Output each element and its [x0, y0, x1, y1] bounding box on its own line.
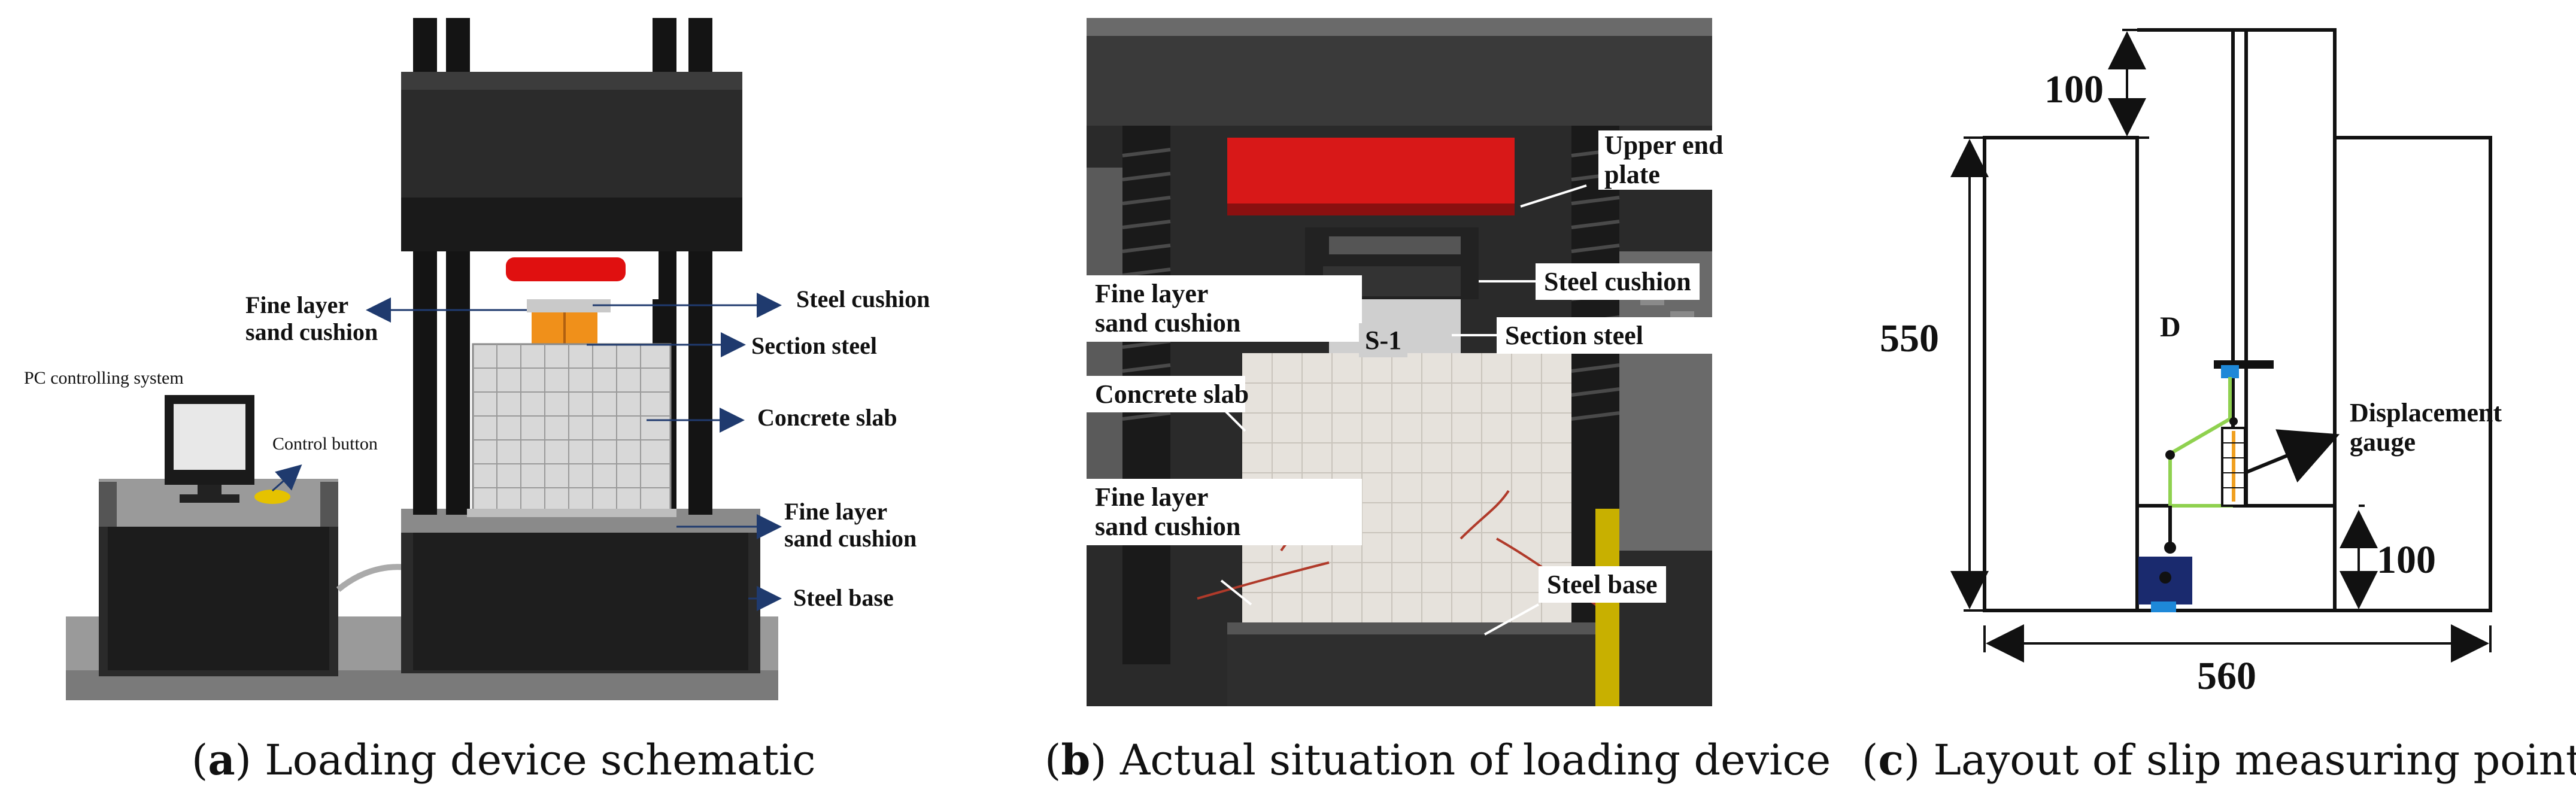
slab-grid: [473, 344, 670, 512]
sand-cushion-bottom: [467, 509, 676, 517]
label-steel-cushion-b: Steel cushion: [1536, 263, 1700, 300]
panel-a: Fine layer sand cushion Steel cushion Se…: [0, 0, 970, 802]
label-fine-layer-top-b: Fine layer sand cushion: [1087, 275, 1362, 342]
label-pc-controlling: PC controlling system: [24, 368, 184, 388]
label-fine-layer-bottom: Fine layer sand cushion: [784, 498, 917, 552]
label-steel-base-b: Steel base: [1539, 566, 1666, 603]
loading-device-schematic: [66, 18, 782, 700]
red-upper-plate: [506, 257, 626, 281]
label-fine-layer-top: Fine layer sand cushion: [245, 291, 378, 345]
steel-cushion: [527, 299, 611, 312]
label-steel-base: Steel base: [793, 584, 894, 611]
dim-height: 550: [1880, 317, 1939, 360]
label-section-steel-b: Section steel: [1497, 317, 1712, 354]
caption-a: (a) Loading device schematic: [192, 735, 816, 785]
upper-end-plate: [1227, 138, 1515, 215]
caption-b: (b) Actual situation of loading device: [1045, 735, 1831, 785]
dim-bottom: 100: [2377, 538, 2436, 582]
label-point-d: D: [2160, 311, 2181, 343]
dimension-lines: [1950, 29, 2492, 663]
dim-top: 100: [2044, 68, 2104, 111]
label-specimen-id: S-1: [1359, 323, 1408, 358]
loading-device-photo: [1087, 18, 1712, 706]
label-upper-end-plate: Upper end plate: [1598, 130, 1730, 190]
control-button-icon: [254, 490, 290, 504]
label-steel-cushion: Steel cushion: [796, 285, 930, 312]
crosshead: [401, 72, 742, 203]
label-control-button: Control button: [272, 434, 378, 454]
specimen-outline: [1983, 28, 2492, 612]
dim-width: 560: [2197, 654, 2256, 698]
label-displacement-gauge: Displacement gauge: [2350, 398, 2502, 457]
panel-b: Upper end plate Steel cushion Fine layer…: [970, 0, 1850, 802]
slip-measuring-layout: [1950, 28, 2492, 663]
label-concrete-slab-b: Concrete slab: [1087, 376, 1249, 413]
steel-base-photo: [1227, 622, 1598, 706]
label-section-steel: Section steel: [751, 332, 877, 359]
label-fine-layer-bottom-b: Fine layer sand cushion: [1087, 479, 1362, 545]
label-concrete-slab: Concrete slab: [757, 404, 897, 431]
caption-c: (c) Layout of slip measuring points: [1862, 735, 2576, 785]
panel-c: 100 550 100 560 D Displacement gauge (c)…: [1850, 0, 2576, 802]
concrete-slab: [472, 343, 672, 513]
displacement-gauge-icon: [2138, 360, 2340, 612]
